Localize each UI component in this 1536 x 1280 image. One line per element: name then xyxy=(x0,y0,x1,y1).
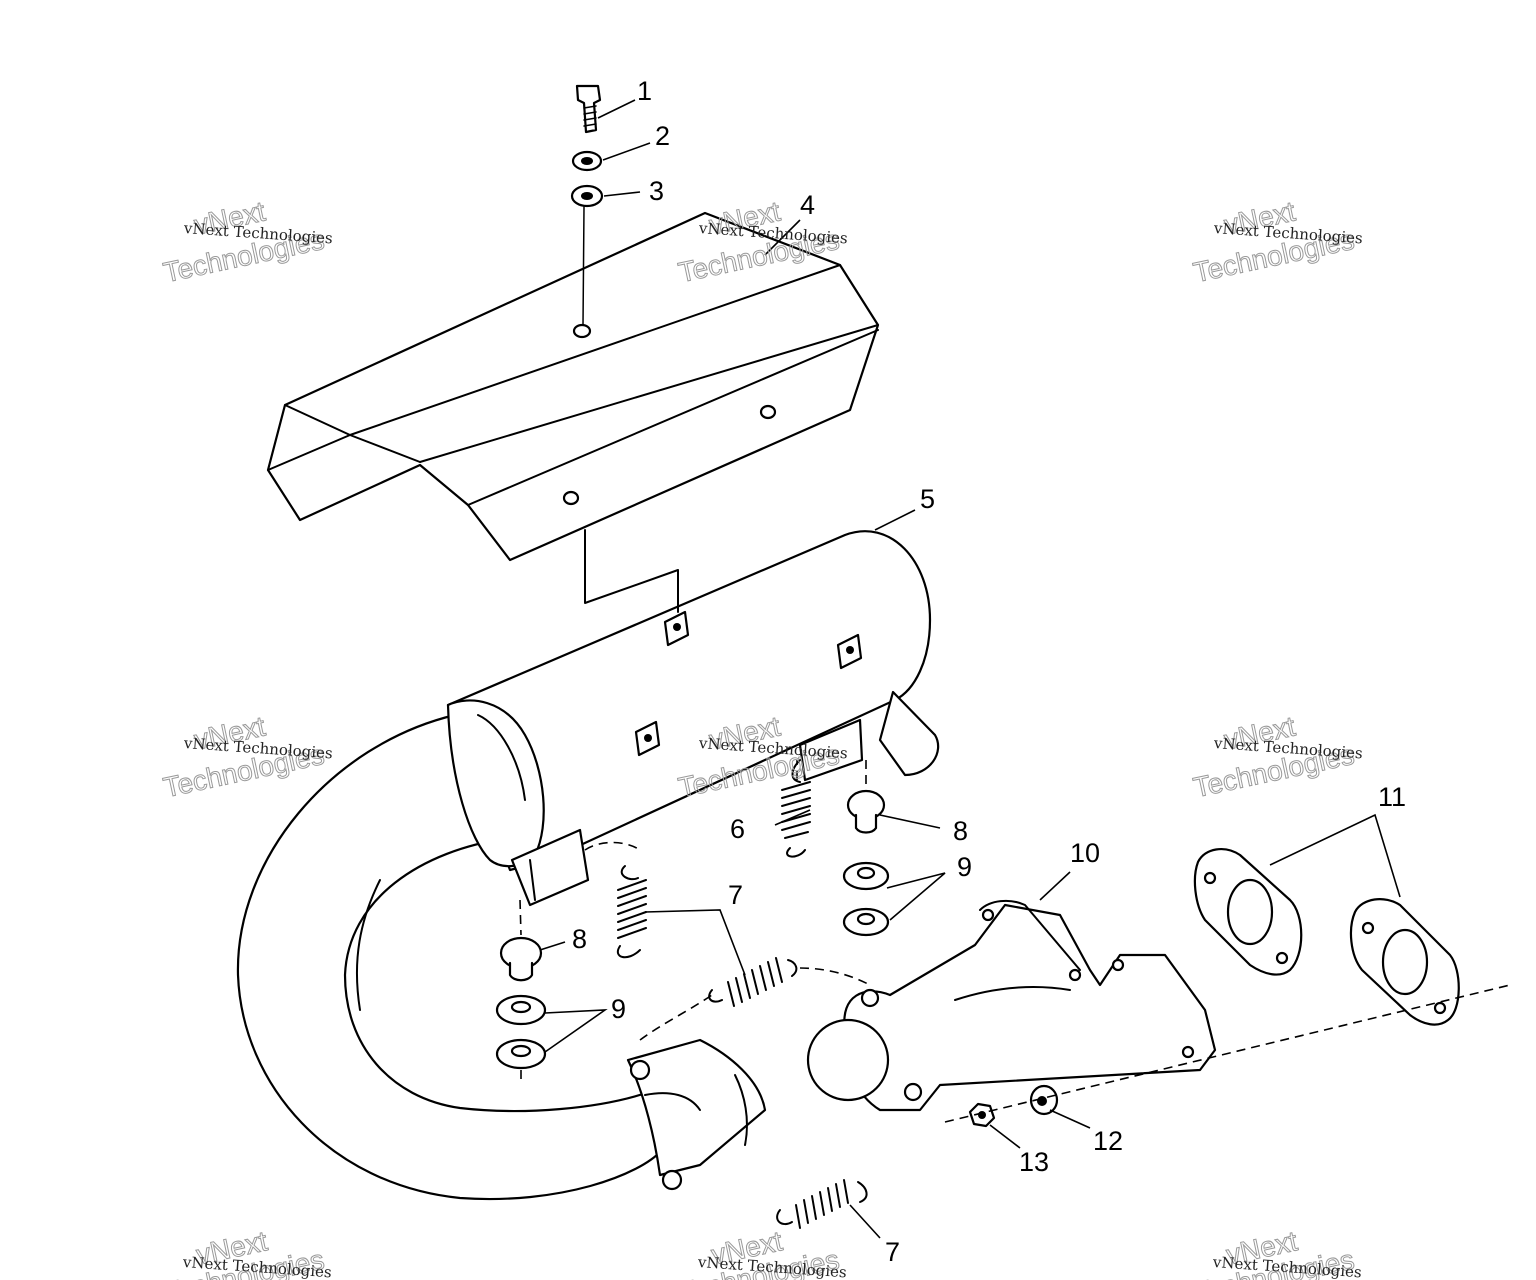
callout-3: 3 xyxy=(649,176,664,206)
spring-7-lower xyxy=(776,1179,868,1229)
callout-5: 5 xyxy=(920,484,935,514)
washer-12 xyxy=(1029,1084,1059,1116)
muffler xyxy=(446,529,940,907)
callout-9: 9 xyxy=(611,994,626,1024)
callout-7: 7 xyxy=(885,1237,900,1267)
grommet-8-right xyxy=(846,789,886,834)
gasket-11 xyxy=(1349,898,1460,1026)
flat-washer xyxy=(570,184,604,208)
spring-7-middle xyxy=(708,957,798,1007)
callout-9: 9 xyxy=(957,852,972,882)
exhaust-manifold xyxy=(806,899,1217,1112)
leader-lines xyxy=(539,99,1401,1239)
muffler-mount-tab xyxy=(663,610,690,647)
callout-8: 8 xyxy=(953,816,968,846)
callout-10: 10 xyxy=(1070,838,1100,868)
assembly-lines xyxy=(519,760,1511,1123)
bolt xyxy=(575,84,602,134)
nut xyxy=(968,1102,996,1128)
callout-12: 12 xyxy=(1093,1126,1123,1156)
callout-1: 1 xyxy=(637,76,652,106)
spring-6 xyxy=(781,759,811,858)
callout-6: 6 xyxy=(730,814,745,844)
callout-labels: 1 2 3 4 5 6 7 7 8 8 9 9 10 11 12 13 xyxy=(572,76,1406,1267)
callout-2: 2 xyxy=(655,121,670,151)
callout-7: 7 xyxy=(728,880,743,910)
callout-4: 4 xyxy=(800,190,815,220)
heat-shield xyxy=(266,211,880,562)
lock-washer xyxy=(571,150,603,172)
grommet-8-left xyxy=(499,936,543,982)
washer-9 xyxy=(495,994,547,1026)
callout-11: 11 xyxy=(1378,782,1406,812)
callout-13: 13 xyxy=(1019,1147,1049,1177)
exhaust-pipe xyxy=(236,713,767,1201)
muffler-mount-tab xyxy=(634,720,661,757)
washer-9 xyxy=(842,907,890,937)
spring-7-upper xyxy=(617,865,647,959)
washer-9 xyxy=(842,861,890,891)
callout-8: 8 xyxy=(572,924,587,954)
muffler-mount-tab xyxy=(836,633,863,670)
gasket-11 xyxy=(1193,848,1303,976)
washer-9 xyxy=(495,1038,547,1070)
